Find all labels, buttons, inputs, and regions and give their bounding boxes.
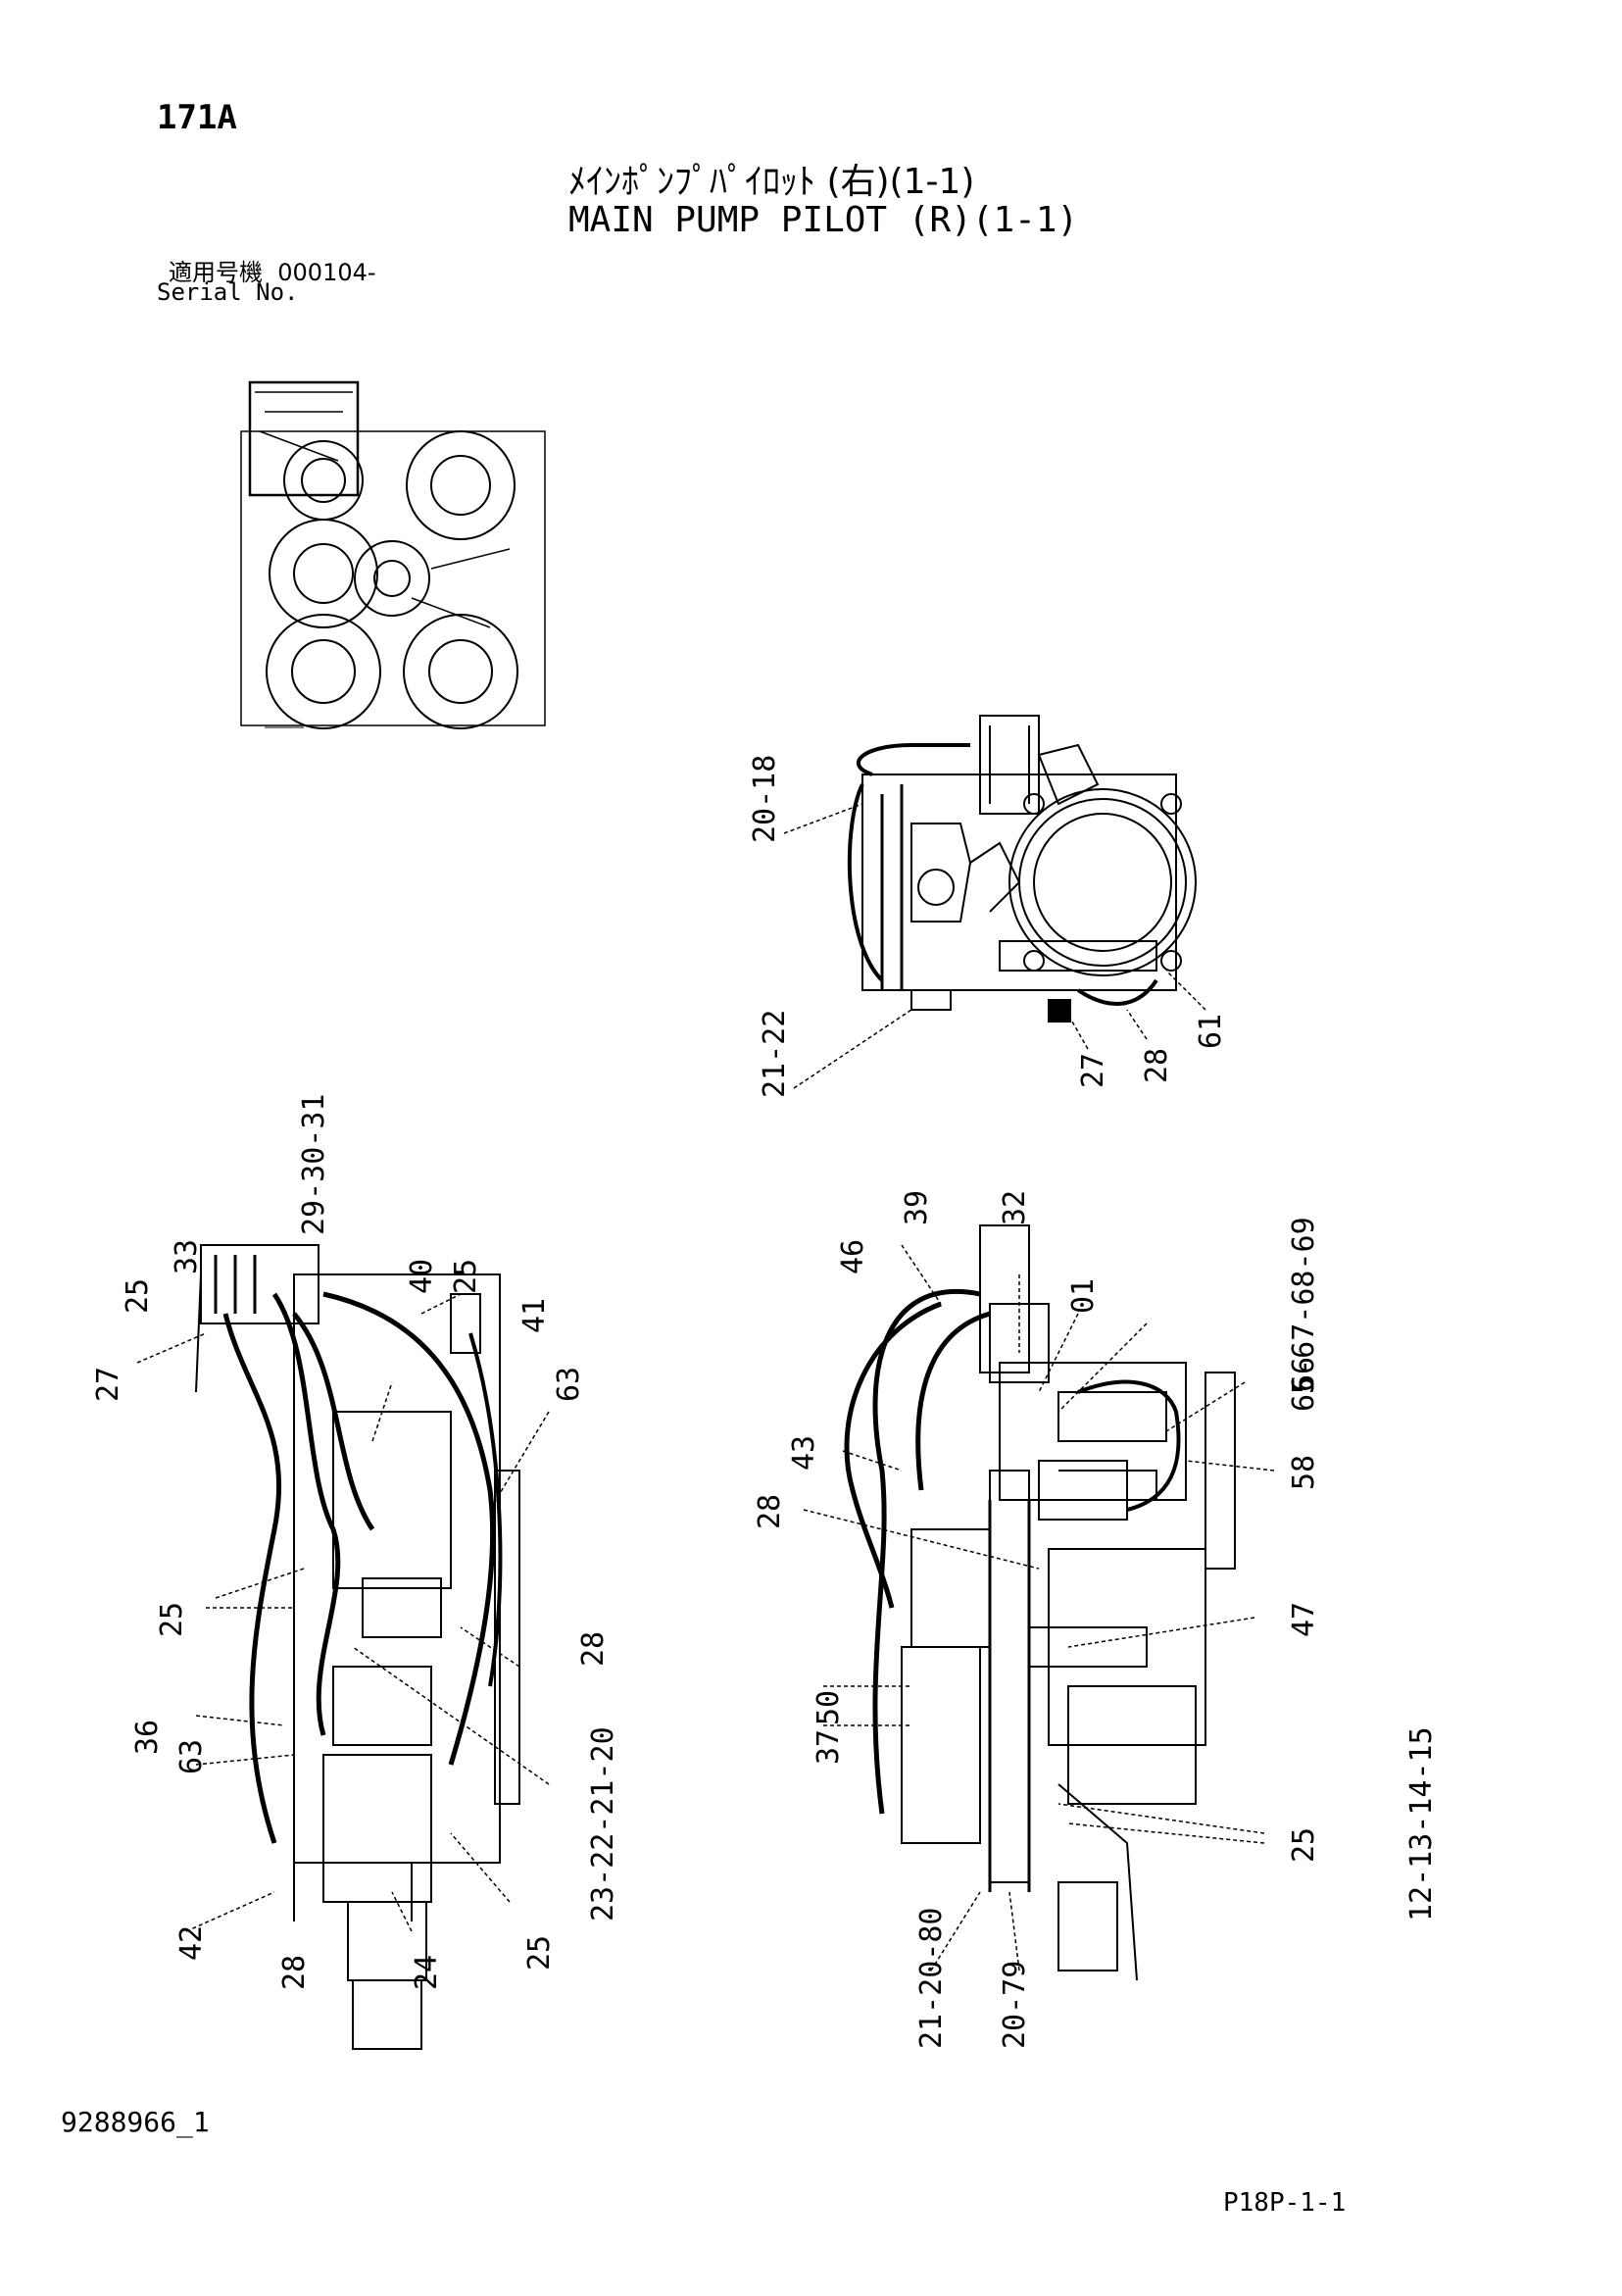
location-thumbnail	[240, 380, 546, 729]
top-assembly-view	[847, 715, 1197, 1023]
callout-label: 27	[1076, 1053, 1110, 1088]
leader-lines	[136, 803, 1275, 1972]
serial-applicability: 適用号機 000104-	[169, 253, 376, 287]
callout-label: 43	[787, 1435, 821, 1471]
callout-label: 28	[576, 1631, 611, 1667]
callout-label: 25	[449, 1259, 483, 1294]
right-assembly-view	[844, 1224, 1236, 1981]
callout-label: 61	[1194, 1014, 1228, 1049]
callout-label: 27	[91, 1367, 125, 1402]
callout-label: 46	[836, 1239, 870, 1274]
callout-label: 33	[170, 1239, 204, 1274]
callout-label: 23-22-21-20	[586, 1726, 620, 1922]
callout-label: 25	[522, 1935, 557, 1971]
callout-label: 21-22	[758, 1010, 792, 1098]
sheet-code: P18P-1-1	[1223, 2188, 1347, 2218]
callout-label: 25	[155, 1602, 189, 1637]
callout-label: 01	[1066, 1278, 1101, 1314]
callout-label: 39	[900, 1190, 934, 1225]
callout-label: 41	[517, 1298, 552, 1333]
callout-label: 12-13-14-15	[1404, 1726, 1439, 1922]
callout-label: 47	[1287, 1602, 1321, 1637]
callout-label: 50	[811, 1690, 846, 1725]
callout-label: 20-79	[998, 1961, 1032, 2049]
callout-label: 25	[121, 1278, 155, 1314]
callout-label: 58	[1287, 1455, 1321, 1490]
callout-label: 63	[174, 1739, 209, 1774]
serial-value: 000104-	[277, 259, 376, 286]
callout-label: 40	[405, 1259, 439, 1294]
callout-label: 28	[277, 1955, 312, 1990]
callout-label: 21-20-80	[914, 1908, 949, 2050]
page-title-japanese: ﾒｲﾝﾎﾟﾝﾌﾟﾊﾟｲﾛｯﾄ (右)(1-1)	[568, 162, 975, 202]
serial-label-jp: 適用号機	[169, 259, 263, 286]
left-assembly-view	[195, 1244, 520, 2050]
callout-label: 29-30-31	[297, 1094, 331, 1236]
callout-label: 28	[1140, 1048, 1174, 1083]
callout-label: 65-67-68-69	[1287, 1217, 1321, 1412]
callout-label: 42	[174, 1925, 209, 1961]
callout-label: 32	[998, 1190, 1032, 1225]
callout-label: 36	[130, 1720, 165, 1755]
page-number: 171A	[157, 98, 237, 137]
callout-label: 28	[753, 1494, 787, 1529]
callout-label: 37	[811, 1729, 846, 1765]
callout-label: 66	[1287, 1357, 1321, 1392]
document-number: 9288966_1	[61, 2106, 210, 2138]
callout-label: 25	[1287, 1827, 1321, 1863]
page-title-english: MAIN PUMP PILOT (R)(1-1)	[568, 200, 1079, 240]
callout-label: 24	[410, 1955, 444, 1990]
callout-label: 63	[552, 1367, 586, 1402]
callout-label: 20-18	[748, 755, 782, 843]
serial-label-en: Serial No.	[157, 278, 299, 306]
